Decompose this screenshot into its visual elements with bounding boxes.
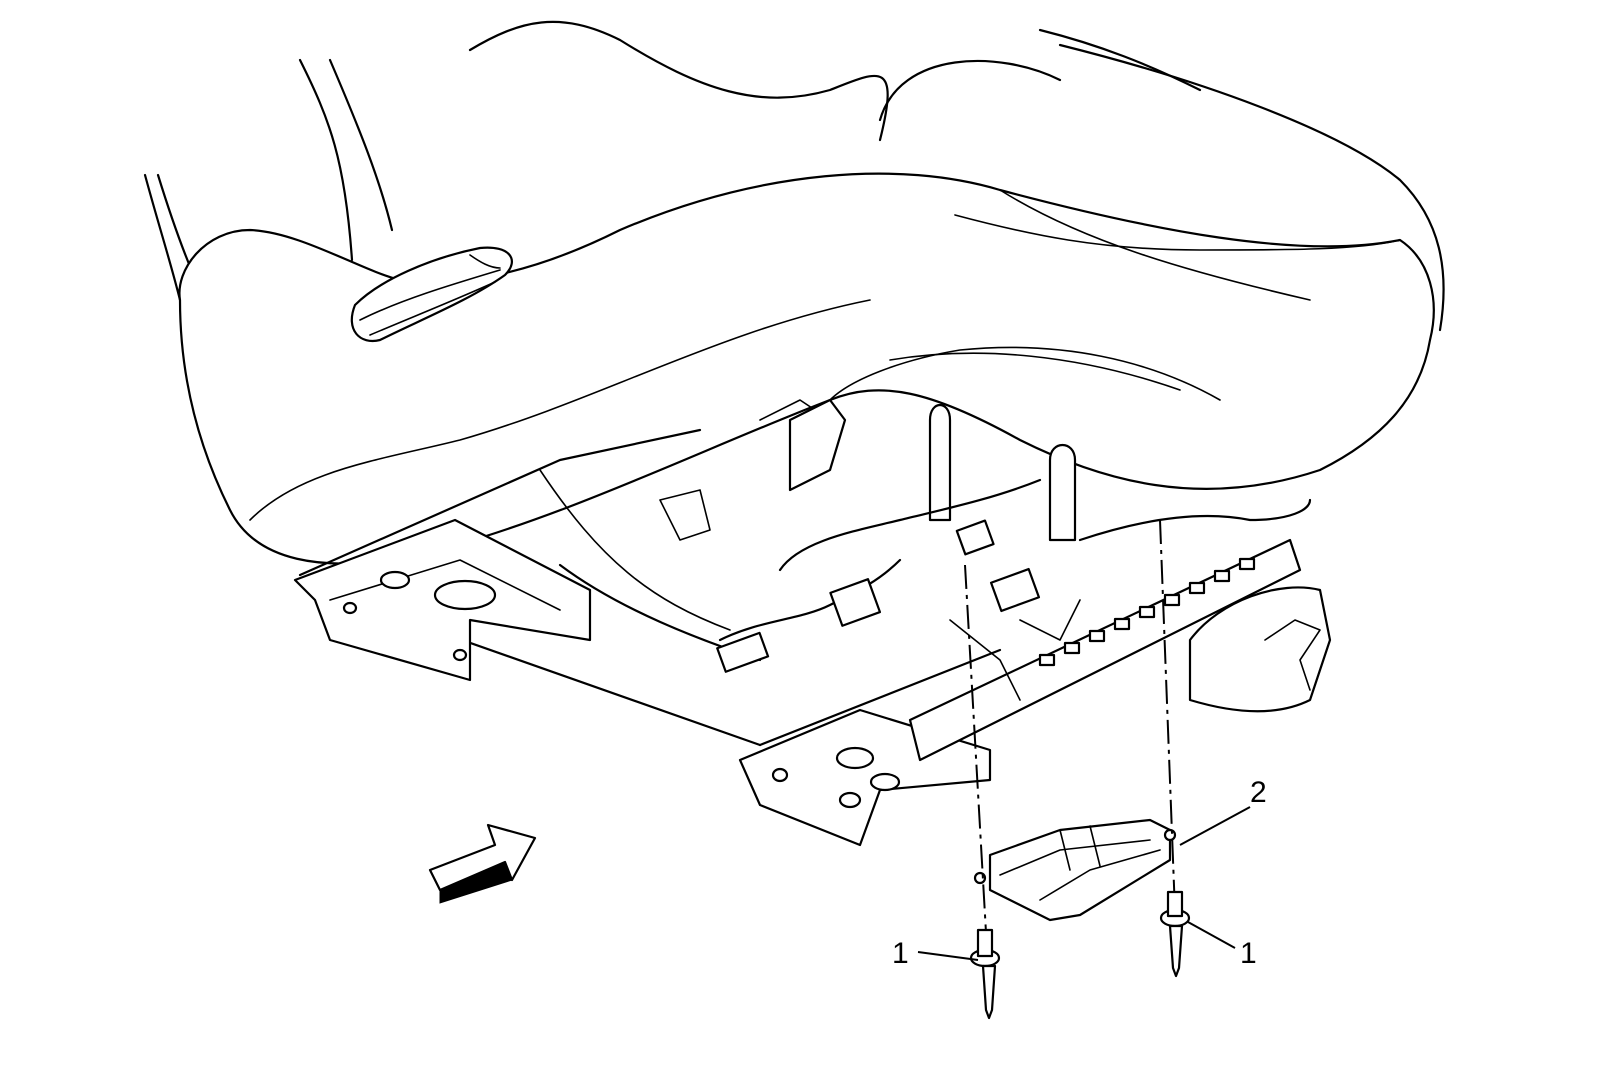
rail-slots: [1038, 557, 1256, 667]
callout-label-fastener-left: 1: [892, 937, 909, 970]
forward-arrow-icon: [428, 823, 537, 904]
fastener-left: [964, 564, 1001, 1020]
callout-2: 2: [1179, 776, 1267, 846]
seat-frame: [293, 398, 1332, 847]
callout-label-fastener-right: 1: [1240, 937, 1257, 970]
callout-label-cover: 2: [1250, 776, 1267, 809]
fastener-right: [1159, 519, 1191, 978]
callout-1-right: 1: [1187, 921, 1257, 970]
callout-1-left: 1: [892, 937, 979, 970]
seat-adjuster-cover: [973, 818, 1177, 922]
